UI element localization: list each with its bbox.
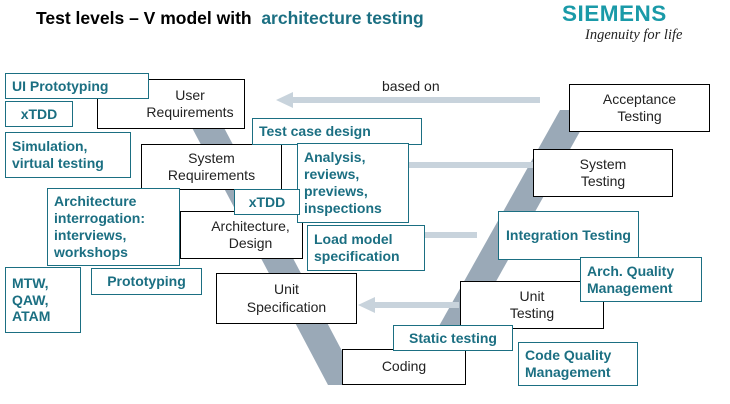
arrow-system-level <box>405 162 535 168</box>
acceptance-testing-box: Acceptance Testing <box>569 84 710 132</box>
tag-arch-quality-management: Arch. Quality Management <box>580 257 702 302</box>
tag-load-model: Load model specification <box>307 225 425 271</box>
coding-box: Coding <box>342 349 466 385</box>
system-requirements-label: System Requirements <box>167 149 256 184</box>
unit-testing-label: Unit Testing <box>509 287 555 322</box>
system-testing-box: System Testing <box>533 149 673 197</box>
architecture-design-label: Architecture, Design <box>211 217 290 252</box>
based-on-label: based on <box>382 78 440 94</box>
system-testing-label: System Testing <box>579 155 627 190</box>
acceptance-testing-label: Acceptance Testing <box>602 90 677 125</box>
tag-mtw-qaw-atam: MTW, QAW, ATAM <box>5 267 81 333</box>
tag-static-testing: Static testing <box>393 325 513 351</box>
arrow-architecture-level <box>425 232 477 238</box>
siemens-logo: SIEMENS <box>562 1 667 26</box>
coding-label: Coding <box>381 358 427 375</box>
tag-integration-testing: Integration Testing <box>498 211 639 260</box>
unit-specification-label: Unit Specification <box>246 281 327 315</box>
tag-ui-prototyping: UI Prototyping <box>5 73 149 99</box>
tag-test-case-design: Test case design <box>252 118 422 145</box>
arrow-unit-level <box>358 297 459 313</box>
architecture-design-box: Architecture, Design <box>180 211 303 259</box>
tag-architecture-interrogation: Architecture interrogation: interviews, … <box>47 188 180 266</box>
logo-tagline: Ingenuity for life <box>585 27 683 43</box>
tag-simulation: Simulation, virtual testing <box>5 132 131 178</box>
tag-xtdd-requirements: xTDD <box>5 101 73 127</box>
tag-prototyping: Prototyping <box>91 268 202 295</box>
title-prefix: Test levels – V model with <box>36 8 252 28</box>
unit-specification-box: Unit Specification <box>216 273 357 324</box>
tag-xtdd-design: xTDD <box>234 189 300 215</box>
based-on-arrow <box>276 92 540 108</box>
user-requirements-label: User Requirements <box>146 86 234 121</box>
title-accent: architecture testing <box>261 8 424 28</box>
page-title: Test levels – V model with architecture … <box>36 8 424 29</box>
tag-analysis-reviews: Analysis, reviews, previews, inspections <box>297 143 409 223</box>
system-requirements-box: System Requirements <box>141 144 282 190</box>
tag-code-quality-management: Code Quality Management <box>518 342 638 386</box>
